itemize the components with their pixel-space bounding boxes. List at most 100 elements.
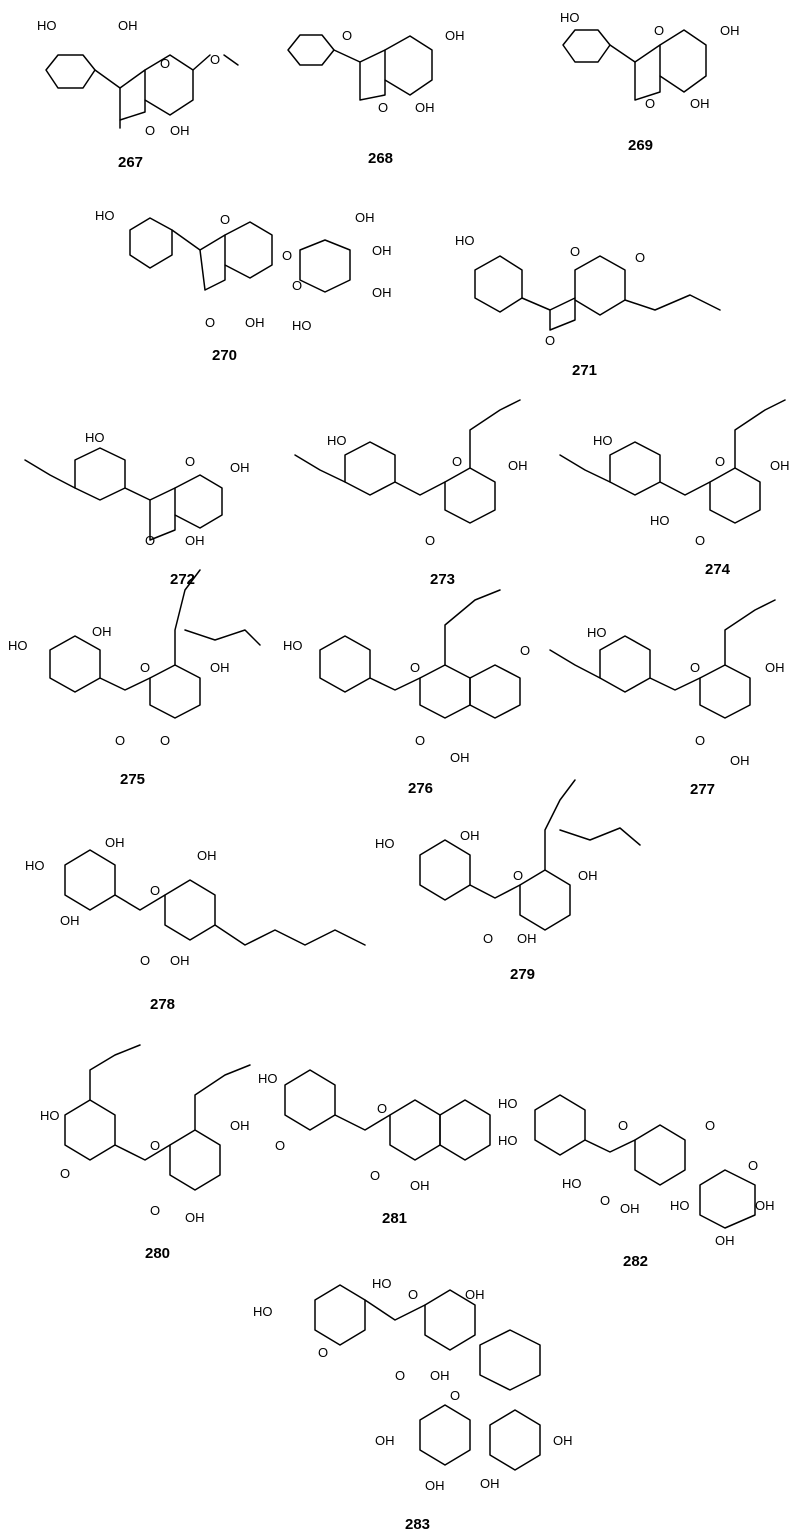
atom-label: OH [105, 835, 125, 850]
atom-label: OH [578, 868, 598, 883]
atom-label: OH [118, 18, 138, 33]
compound-number: 270 [212, 347, 237, 364]
structure-280 [64, 1044, 251, 1191]
structure-277 [549, 599, 776, 719]
atom-label: O [370, 1168, 380, 1183]
atom-label: O [748, 1158, 758, 1173]
atom-label: OH [410, 1178, 430, 1193]
atom-label: O [140, 660, 150, 675]
atom-label: HO [593, 433, 613, 448]
atom-label: OH [210, 660, 230, 675]
atom-label: O [450, 1388, 460, 1403]
atom-label: O [150, 1138, 160, 1153]
atom-label: HO [283, 638, 303, 653]
atom-label: OH [730, 753, 750, 768]
atom-label: OH [415, 100, 435, 115]
atom-label: HO [37, 18, 57, 33]
atom-label: OH [430, 1368, 450, 1383]
atom-label: OH [480, 1476, 500, 1491]
atom-label: OH [690, 96, 710, 111]
compound-number: 276 [408, 780, 433, 797]
atom-label: O [342, 28, 352, 43]
atom-label: HO [562, 1176, 582, 1191]
atom-label: OH [425, 1478, 445, 1493]
atom-label: OH [230, 1118, 250, 1133]
compound-number: 279 [510, 966, 535, 983]
atom-label: HO [327, 433, 347, 448]
atom-label: HO [587, 625, 607, 640]
atom-label: OH [355, 210, 375, 225]
compound-number: 269 [628, 137, 653, 154]
atom-label: OH [170, 953, 190, 968]
atom-label: O [408, 1287, 418, 1302]
atom-label: O [635, 250, 645, 265]
atom-label: O [395, 1368, 405, 1383]
atom-label: O [275, 1138, 285, 1153]
structure-274 [559, 399, 786, 524]
atom-label: O [695, 533, 705, 548]
atom-label: OH [770, 458, 790, 473]
structure-269 [562, 29, 707, 101]
atom-label: HO [258, 1071, 278, 1086]
atom-label: OH [92, 624, 112, 639]
atom-label: OH [720, 23, 740, 38]
atom-label: O [570, 244, 580, 259]
atom-label: O [654, 23, 664, 38]
structure-267 [45, 54, 239, 129]
structure-278 [64, 849, 366, 946]
atom-label: OH [450, 750, 470, 765]
atom-label: O [150, 883, 160, 898]
atom-label: O [145, 533, 155, 548]
atom-label: O [150, 1203, 160, 1218]
compound-number: 272 [170, 571, 195, 588]
atom-label: OH [715, 1233, 735, 1248]
atom-label: O [210, 52, 220, 67]
atom-label: O [600, 1193, 610, 1208]
atom-label: HO [372, 1276, 392, 1291]
atom-label: HO [292, 318, 312, 333]
atom-label: O [618, 1118, 628, 1133]
atom-label: OH [465, 1287, 485, 1302]
compound-number: 275 [120, 771, 145, 788]
atom-label: O [60, 1166, 70, 1181]
atom-label: O [513, 868, 523, 883]
structure-283 [314, 1284, 541, 1471]
atom-label: O [282, 248, 292, 263]
compound-numbers: 267 268 269 270 271 272 273 274 275 276 … [118, 137, 731, 1533]
atom-label: O [115, 733, 125, 748]
atom-label: OH [230, 460, 250, 475]
atom-label: O [140, 953, 150, 968]
structure-281 [284, 1069, 491, 1161]
structure-276 [319, 589, 521, 719]
compound-number: 271 [572, 362, 597, 379]
compound-number: 277 [690, 781, 715, 798]
compound-number: 278 [150, 996, 175, 1013]
atom-label: O [377, 1101, 387, 1116]
atom-label: OH [372, 243, 392, 258]
atom-label: HO [375, 836, 395, 851]
compound-number: 280 [145, 1245, 170, 1262]
structure-273 [294, 399, 521, 524]
atom-label: HO [85, 430, 105, 445]
atom-label: OH [445, 28, 465, 43]
atom-label: OH [197, 848, 217, 863]
structure-270 [129, 217, 351, 293]
atom-label: OH [620, 1201, 640, 1216]
atom-label: OH [60, 913, 80, 928]
atom-label: O [205, 315, 215, 330]
atom-label: HO [455, 233, 475, 248]
atom-label: HO [498, 1133, 518, 1148]
structure-282 [534, 1094, 756, 1229]
compound-number: 282 [623, 1253, 648, 1270]
atom-label: OH [185, 533, 205, 548]
compound-number: 273 [430, 571, 455, 588]
compound-number: 267 [118, 154, 143, 171]
atom-label: O [145, 123, 155, 138]
atom-label: O [452, 454, 462, 469]
atom-label: O [318, 1345, 328, 1360]
atom-label: O [160, 733, 170, 748]
atom-label: OH [375, 1433, 395, 1448]
structure-272 [24, 447, 223, 541]
atom-label: OH [517, 931, 537, 946]
